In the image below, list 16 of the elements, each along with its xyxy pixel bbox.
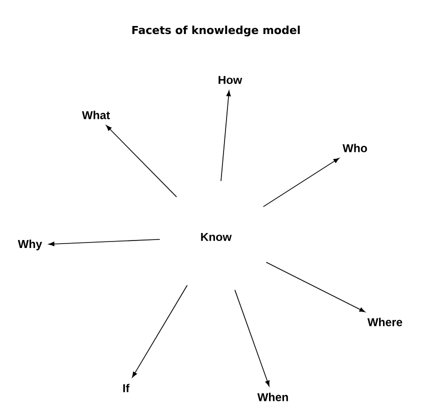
arrow — [132, 284, 188, 378]
arrow — [262, 158, 340, 208]
facet-label: When — [257, 392, 288, 402]
arrow — [48, 239, 160, 246]
arrow — [220, 90, 231, 182]
title: Facets of knowledge model — [132, 26, 300, 36]
center-label: Know — [201, 233, 232, 241]
facet-label: Where — [367, 318, 402, 326]
facet-label: Who — [342, 144, 367, 152]
facet-label: What — [82, 110, 110, 120]
facet-label: Why — [18, 240, 42, 250]
arrow — [234, 290, 270, 386]
arrow — [266, 262, 366, 312]
facet-label: If — [123, 384, 130, 392]
facet-label: How — [218, 76, 242, 84]
arrow — [106, 125, 177, 198]
